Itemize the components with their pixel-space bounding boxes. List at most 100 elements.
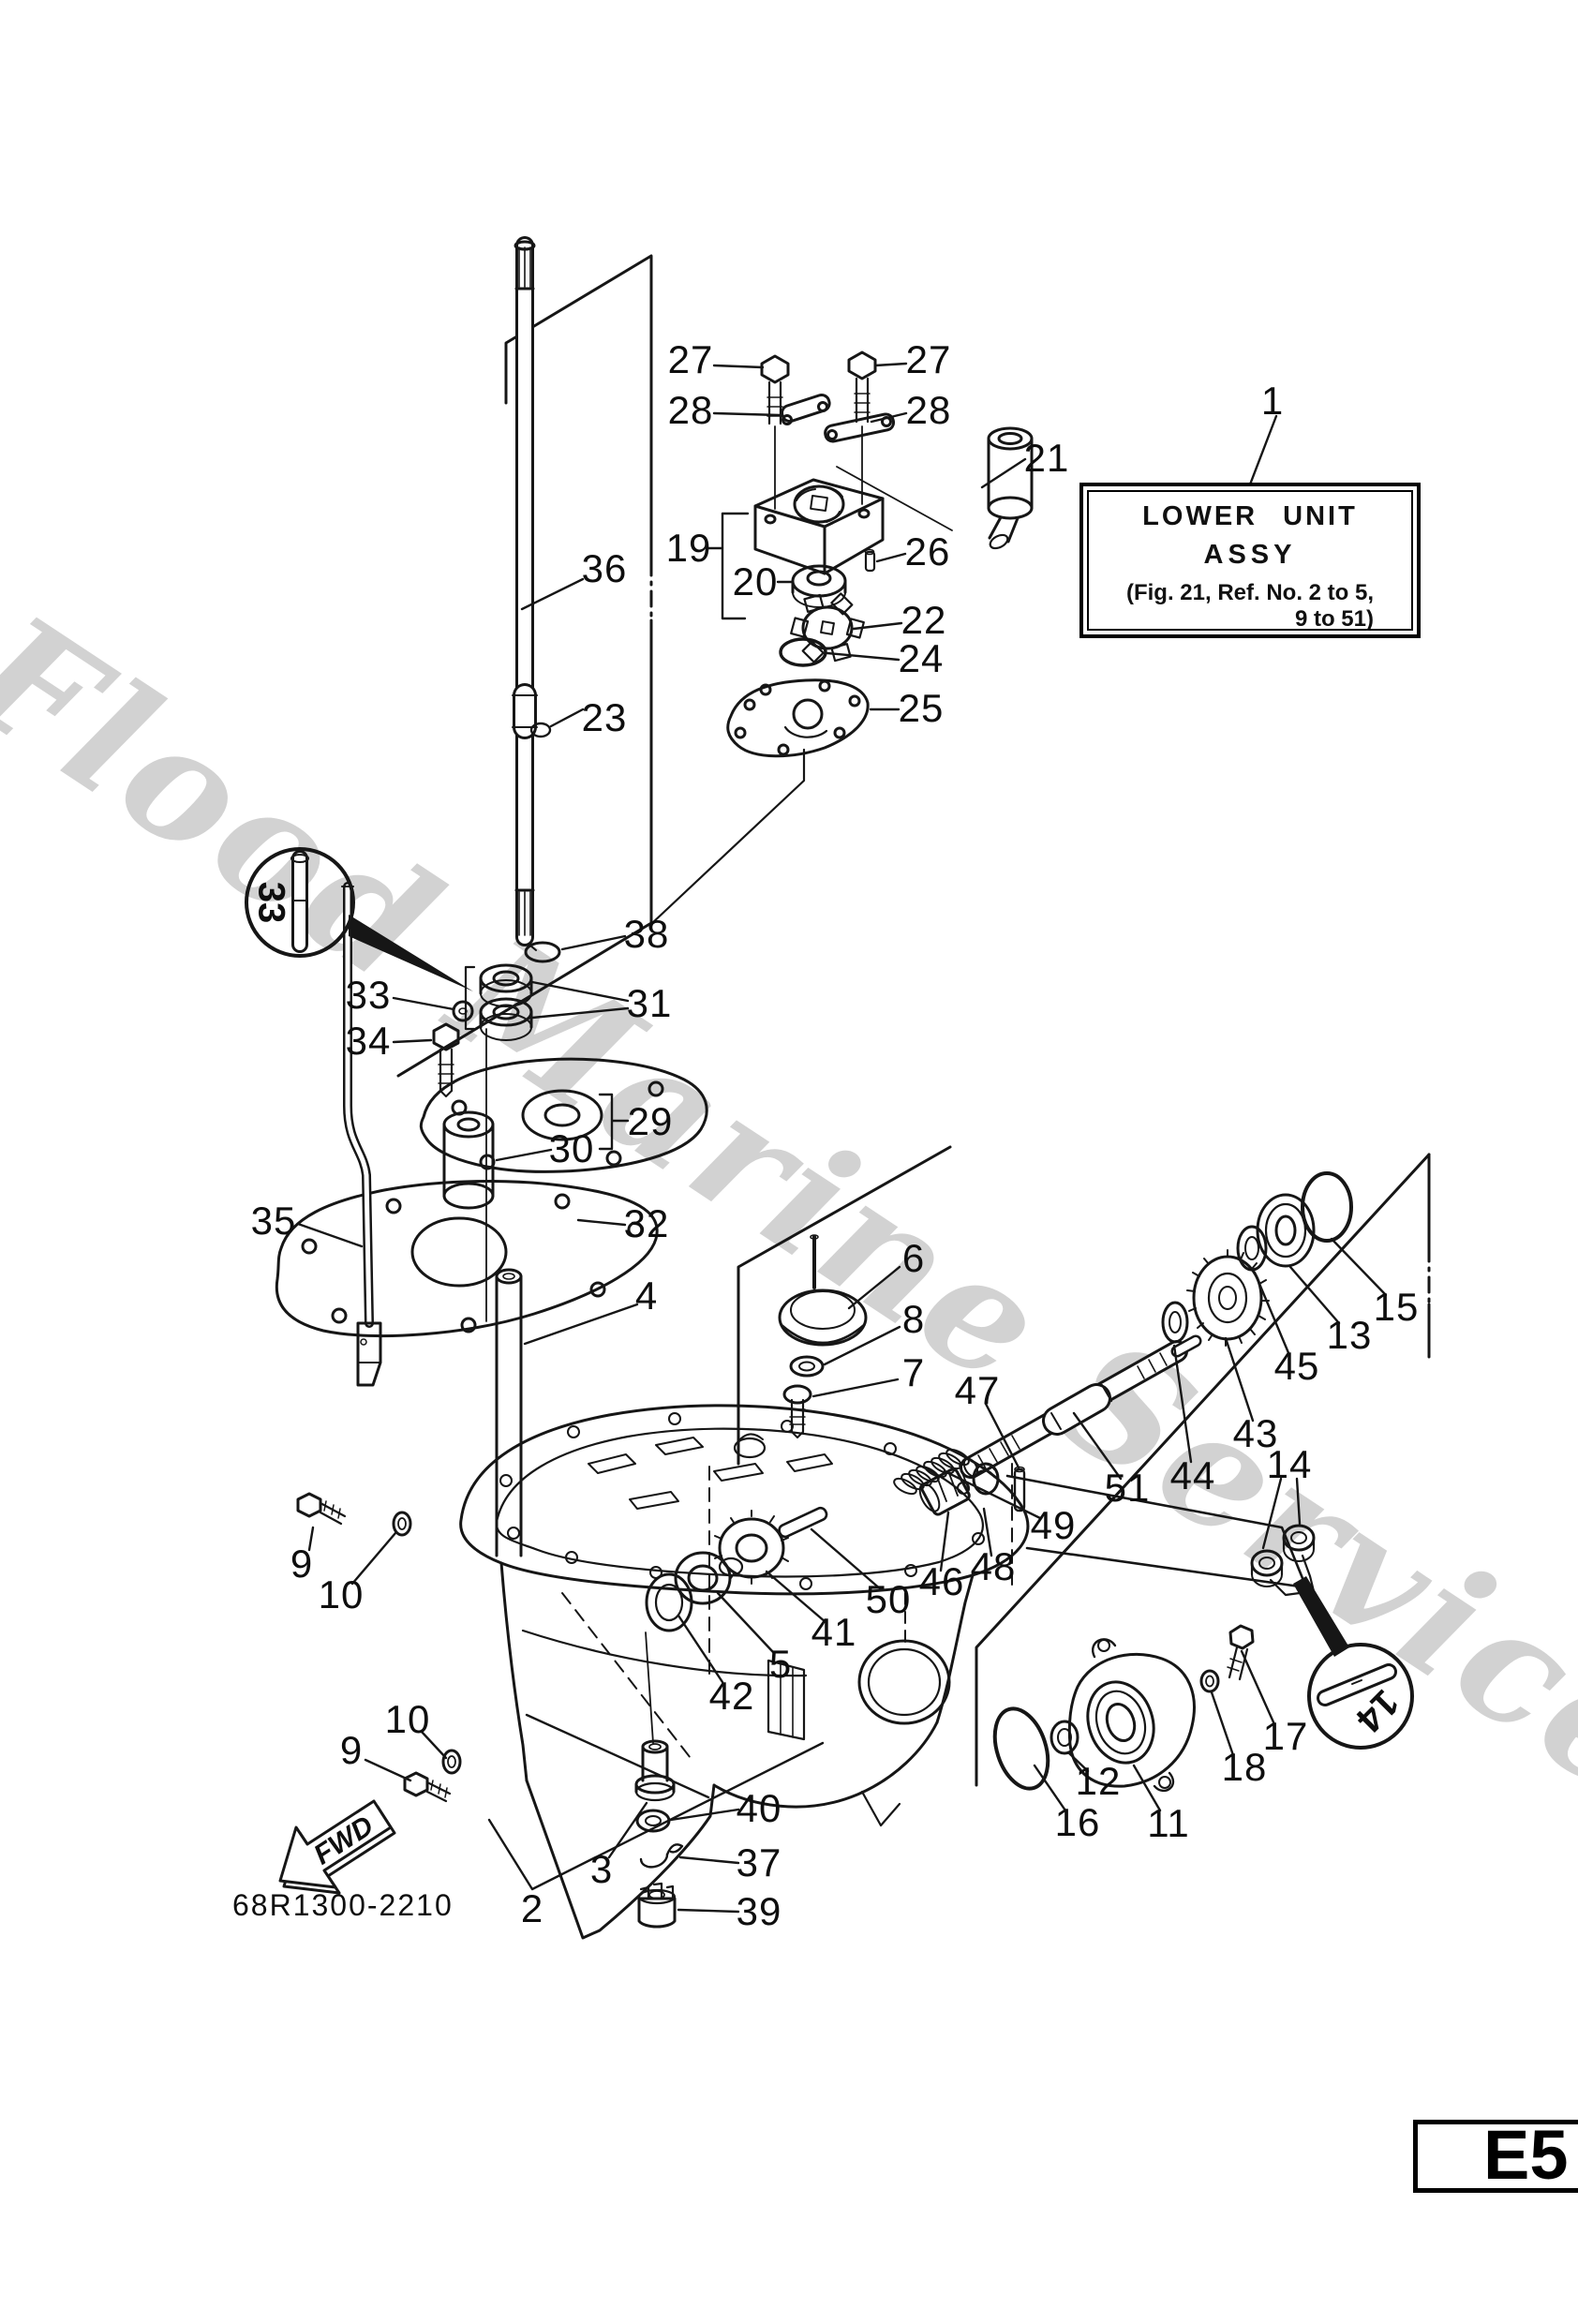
pump-bolt-part27-left bbox=[760, 354, 790, 510]
screw-part9-lower bbox=[403, 1771, 452, 1803]
page-code: E5 bbox=[1483, 2120, 1569, 2193]
driveshaft bbox=[512, 236, 538, 946]
oring-part24 bbox=[779, 637, 827, 667]
leader-lines bbox=[296, 362, 1388, 1914]
fwd-arrow bbox=[278, 1799, 396, 1895]
driveshaft-sleeve-part4 bbox=[495, 1268, 523, 1557]
part-callout-45: 45 bbox=[1273, 1344, 1320, 1388]
part-callout-5: 5 bbox=[768, 1642, 793, 1686]
part-callout-39: 39 bbox=[736, 1889, 782, 1933]
part-callout-9: 9 bbox=[339, 1728, 364, 1772]
oring-part16 bbox=[992, 1706, 1050, 1791]
part-callout-4: 4 bbox=[634, 1274, 659, 1318]
drawing-code: 68R1300-2210 bbox=[232, 1888, 454, 1922]
page-code-box: E5 bbox=[1413, 2120, 1578, 2193]
oil-seal-part42 bbox=[645, 1572, 693, 1632]
part-callout-31: 31 bbox=[626, 981, 673, 1025]
detail-pointer-14 bbox=[1293, 1576, 1349, 1657]
shift-rod-part35 bbox=[341, 882, 382, 1387]
pinion-gear-part43 bbox=[1186, 1249, 1270, 1347]
part-callout-9: 9 bbox=[290, 1542, 314, 1586]
part-callout-43: 43 bbox=[1232, 1411, 1279, 1455]
part-callout-50: 50 bbox=[865, 1577, 912, 1621]
part-callout-13: 13 bbox=[1326, 1313, 1373, 1357]
part-callout-7: 7 bbox=[901, 1350, 926, 1394]
part-callout-42: 42 bbox=[708, 1674, 755, 1718]
part-callout-11: 11 bbox=[1147, 1801, 1190, 1845]
part-callout-40: 40 bbox=[736, 1786, 782, 1830]
oring-part15 bbox=[1301, 1171, 1353, 1243]
part-callout-3: 3 bbox=[589, 1847, 614, 1891]
lower-unit-assy-box-inner: LOWER UNIT ASSY (Fig. 21, Ref. No. 2 to … bbox=[1087, 490, 1413, 632]
bearing-part13 bbox=[1256, 1193, 1316, 1268]
part-callout-17: 17 bbox=[1262, 1714, 1309, 1758]
part-callout-48: 48 bbox=[970, 1544, 1017, 1588]
gearcase-housing-part2 bbox=[459, 1404, 1308, 1940]
washer-part10-upper bbox=[392, 1511, 412, 1537]
circlip-part38 bbox=[524, 941, 561, 963]
impeller-part22 bbox=[790, 592, 865, 663]
part-callout-19: 19 bbox=[665, 526, 712, 570]
detail-circle-14 bbox=[1307, 1643, 1414, 1750]
assy-box-line1: LOWER UNIT bbox=[1142, 501, 1358, 531]
part-callout-24: 24 bbox=[898, 636, 945, 680]
screw-part9-upper bbox=[296, 1492, 347, 1526]
bearing-pair-part31 bbox=[464, 963, 533, 1041]
screw-part17 bbox=[1227, 1624, 1255, 1681]
part-callout-14: 14 bbox=[1266, 1442, 1313, 1486]
part-callout-41: 41 bbox=[811, 1610, 857, 1654]
prop-nut-part39 bbox=[637, 1882, 677, 1929]
part-callout-18: 18 bbox=[1221, 1745, 1268, 1789]
part-callout-27: 27 bbox=[905, 337, 952, 381]
part-callout-10: 10 bbox=[384, 1697, 431, 1741]
detail-circle-33 bbox=[245, 847, 355, 958]
part-callout-46: 46 bbox=[918, 1559, 965, 1603]
dowel-pin-part33 bbox=[452, 1000, 474, 1022]
bushing-part3 bbox=[634, 1631, 676, 1802]
assy-box-line4: 9 to 51) bbox=[1294, 606, 1374, 632]
part-callout-47: 47 bbox=[954, 1368, 1001, 1412]
pump-housing-part19 bbox=[753, 466, 953, 575]
part-callout-34: 34 bbox=[345, 1019, 392, 1063]
part-callout-6: 6 bbox=[901, 1236, 926, 1280]
pump-base-part29 bbox=[419, 1057, 708, 1173]
pump-plate-part25 bbox=[649, 678, 870, 926]
part-callout-25: 25 bbox=[898, 686, 945, 730]
assy-box-line3: (Fig. 21, Ref. No. 2 to 5, bbox=[1125, 580, 1375, 605]
pump-link-part28-left bbox=[781, 393, 831, 425]
cotter-clip-part37 bbox=[639, 1843, 684, 1869]
part-callout-37: 37 bbox=[736, 1840, 782, 1885]
assy-box-line2: ASSY bbox=[1203, 540, 1297, 570]
part-callout-1: 1 bbox=[1260, 379, 1285, 423]
detail-pointer-33 bbox=[349, 915, 473, 991]
propeller-shaft-part51 bbox=[960, 1334, 1202, 1479]
part-callout-28: 28 bbox=[905, 388, 952, 432]
pin-part26 bbox=[864, 548, 876, 573]
bearing-housing-part11 bbox=[1067, 1638, 1196, 1793]
lower-unit-assy-box: LOWER UNIT ASSY (Fig. 21, Ref. No. 2 to … bbox=[1079, 483, 1421, 638]
part-callout-21: 21 bbox=[1023, 436, 1070, 480]
washer-part8 bbox=[789, 1355, 825, 1378]
circlip-part23 bbox=[529, 722, 552, 738]
pump-bolt-part27-right bbox=[847, 350, 877, 505]
reference-panel-cap bbox=[737, 1145, 952, 1466]
part-callout-20: 20 bbox=[732, 559, 779, 603]
part-callout-23: 23 bbox=[581, 695, 628, 739]
part-callout-33: 33 bbox=[345, 973, 392, 1017]
washer-part10-lower bbox=[441, 1749, 462, 1775]
part-callout-2: 2 bbox=[520, 1886, 544, 1930]
reference-panel-propshaft bbox=[975, 1153, 1431, 1787]
bushing-pair-part14 bbox=[1250, 1524, 1316, 1597]
part-callout-22: 22 bbox=[901, 598, 947, 642]
part-callout-27: 27 bbox=[667, 337, 714, 381]
washer-part45 bbox=[1236, 1225, 1268, 1272]
part-callout-38: 38 bbox=[623, 912, 670, 956]
part-callout-36: 36 bbox=[581, 546, 628, 590]
part-callout-29: 29 bbox=[627, 1099, 674, 1143]
part-callout-10: 10 bbox=[318, 1572, 365, 1616]
part-callout-15: 15 bbox=[1373, 1285, 1420, 1329]
gasket-part32 bbox=[275, 1180, 659, 1338]
